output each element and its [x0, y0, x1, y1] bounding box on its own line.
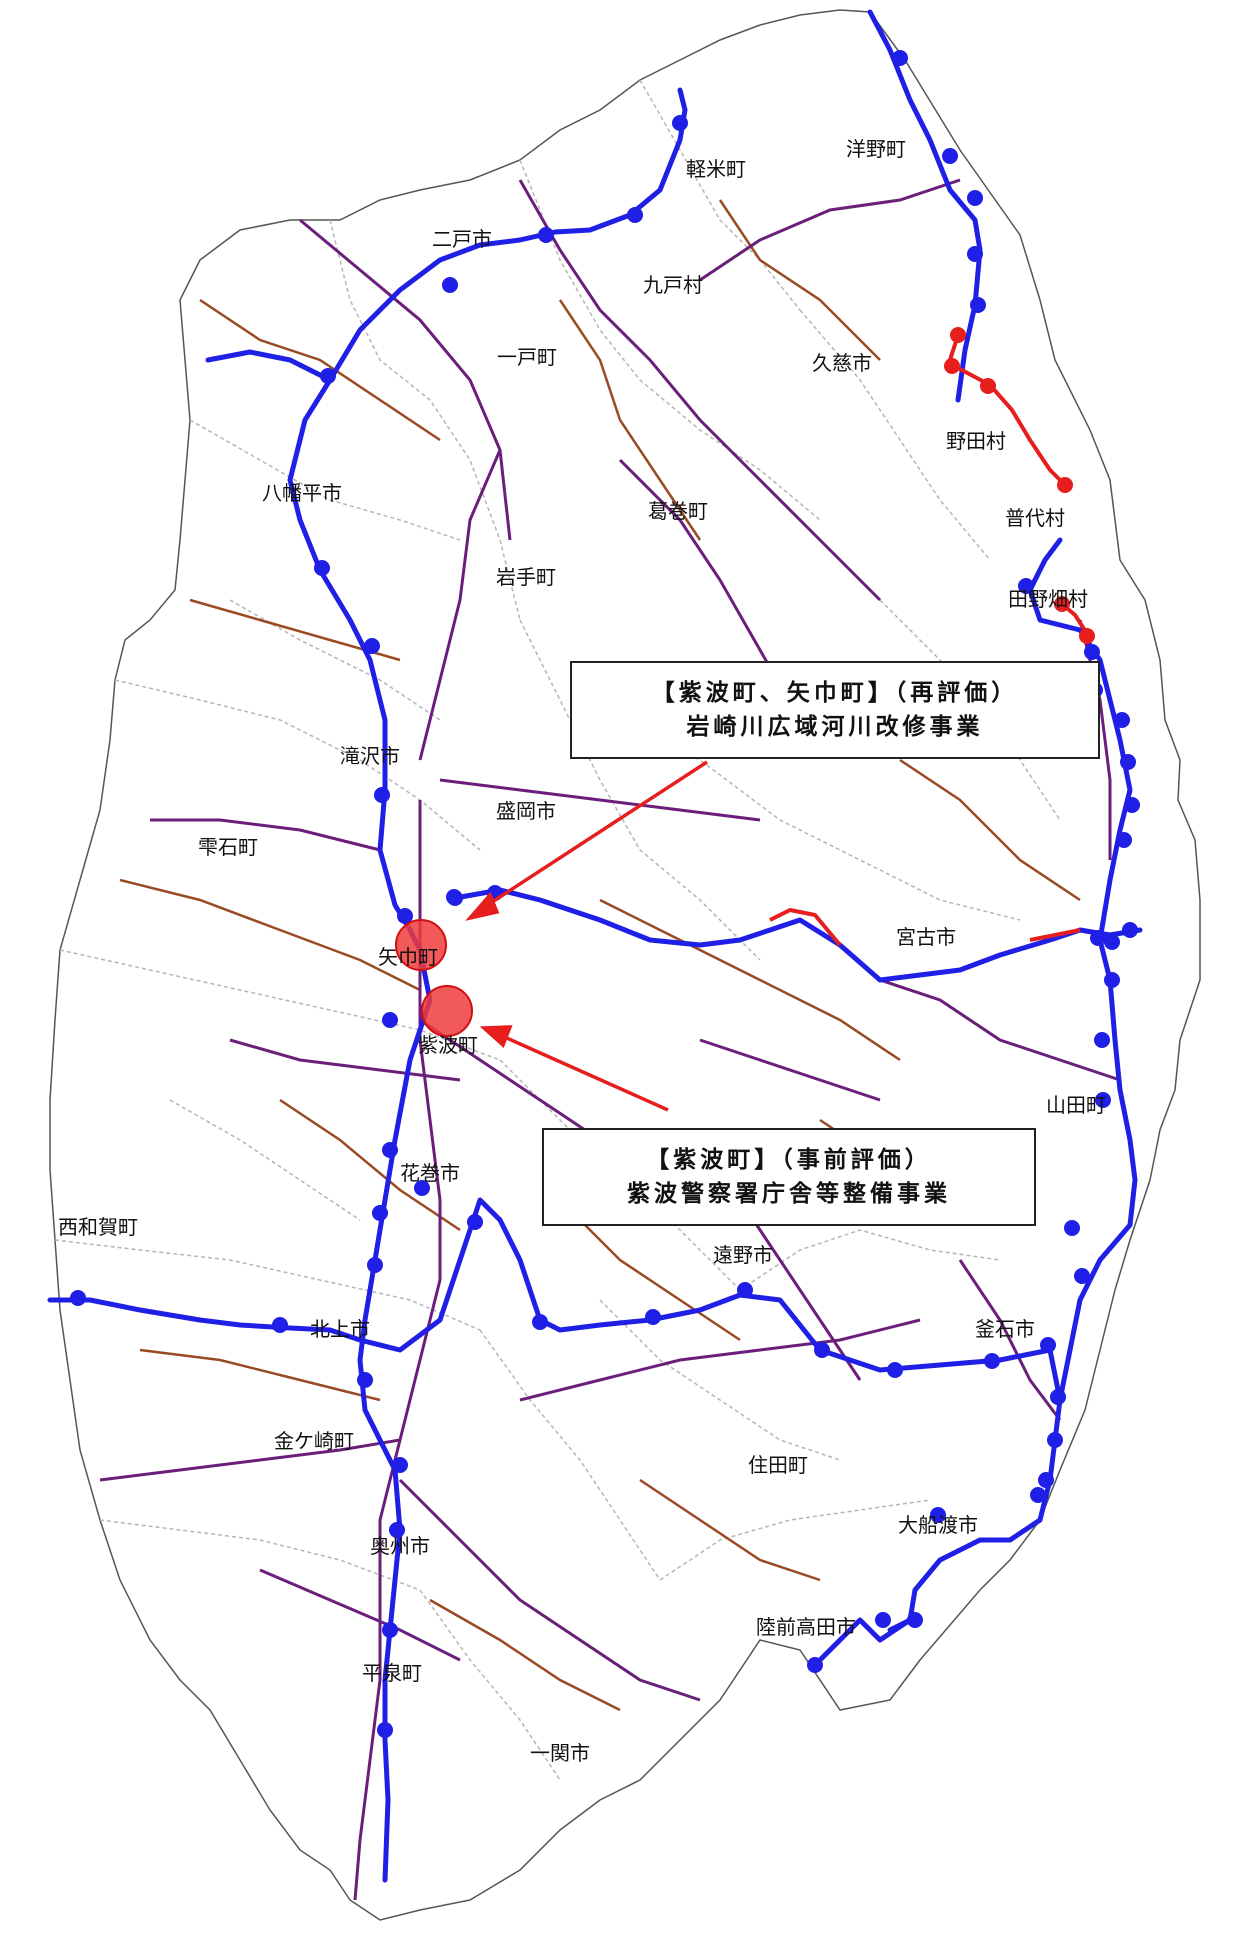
- label-oshu: 奥州市: [370, 1534, 430, 1558]
- label-noda: 野田村: [946, 429, 1006, 453]
- label-kunohe: 九戸村: [643, 273, 703, 297]
- label-kamaishi: 釜石市: [975, 1317, 1035, 1341]
- expressways: [47, 9, 1143, 1883]
- label-tono: 遠野市: [713, 1243, 773, 1267]
- callout-arrows: [465, 760, 708, 1112]
- expressway-interchanges: [70, 50, 1140, 1738]
- label-iwate: 岩手町: [496, 565, 556, 589]
- label-rikuzentakata: 陸前高田市: [756, 1615, 856, 1639]
- label-shizukuishi: 雫石町: [198, 835, 258, 859]
- label-miyako: 宮古市: [896, 925, 956, 949]
- callout-preevaluation: 【紫波町】（事前評価） 紫波警察署庁舎等整備事業: [542, 1128, 1036, 1226]
- label-yahaba: 矢巾町: [378, 945, 438, 969]
- callout-reevaluation: 【紫波町、矢巾町】（再評価） 岩崎川広域河川改修事業: [570, 661, 1100, 759]
- label-tanohata: 田野畑村: [1008, 587, 1088, 611]
- marker-yahaba: [395, 919, 447, 971]
- label-sumita: 住田町: [748, 1453, 808, 1477]
- label-takizawa: 滝沢市: [340, 744, 400, 768]
- label-ichinohe: 一戸町: [497, 345, 557, 369]
- marker-shiwa: [421, 985, 473, 1037]
- municipality-labels: 洋野町 軽米町 二戸市 九戸村 一戸町 久慈市 野田村 八幡平市 葛巻町 普代村…: [58, 137, 1106, 1765]
- label-karumai: 軽米町: [686, 157, 746, 181]
- label-kuzumaki: 葛巻町: [648, 499, 708, 523]
- planned-nodes: [944, 327, 1095, 644]
- project-markers: [395, 919, 473, 1037]
- label-kitakami: 北上市: [310, 1317, 370, 1341]
- label-fudai: 普代村: [1005, 506, 1065, 530]
- label-hachimantai: 八幡平市: [262, 481, 342, 505]
- label-shiwa: 紫波町: [418, 1033, 478, 1057]
- label-hiraizumi: 平泉町: [362, 1661, 422, 1685]
- national-routes: [99, 178, 1121, 1901]
- label-ninohe: 二戸市: [432, 227, 492, 251]
- callout-reevaluation-project: 岩崎川広域河川改修事業: [686, 714, 984, 740]
- label-hanamaki: 花巻市: [400, 1161, 460, 1185]
- callout-reevaluation-title: 【紫波町、矢巾町】（再評価）: [651, 680, 1019, 706]
- label-ofunato: 大船渡市: [898, 1513, 978, 1537]
- callout-preevaluation-project: 紫波警察署庁舎等整備事業: [627, 1181, 951, 1207]
- label-kuji: 久慈市: [812, 351, 872, 375]
- callout-preevaluation-title: 【紫波町】（事前評価）: [646, 1147, 932, 1173]
- label-morioka: 盛岡市: [496, 799, 556, 823]
- label-yono: 洋野町: [846, 137, 906, 161]
- label-nishiwaga: 西和賀町: [58, 1215, 138, 1239]
- label-kanegasaki: 金ケ崎町: [274, 1429, 354, 1453]
- label-ichinoseki: 一関市: [530, 1741, 590, 1765]
- label-yamada: 山田町: [1046, 1093, 1106, 1117]
- prefecture-outline: [49, 9, 1201, 1921]
